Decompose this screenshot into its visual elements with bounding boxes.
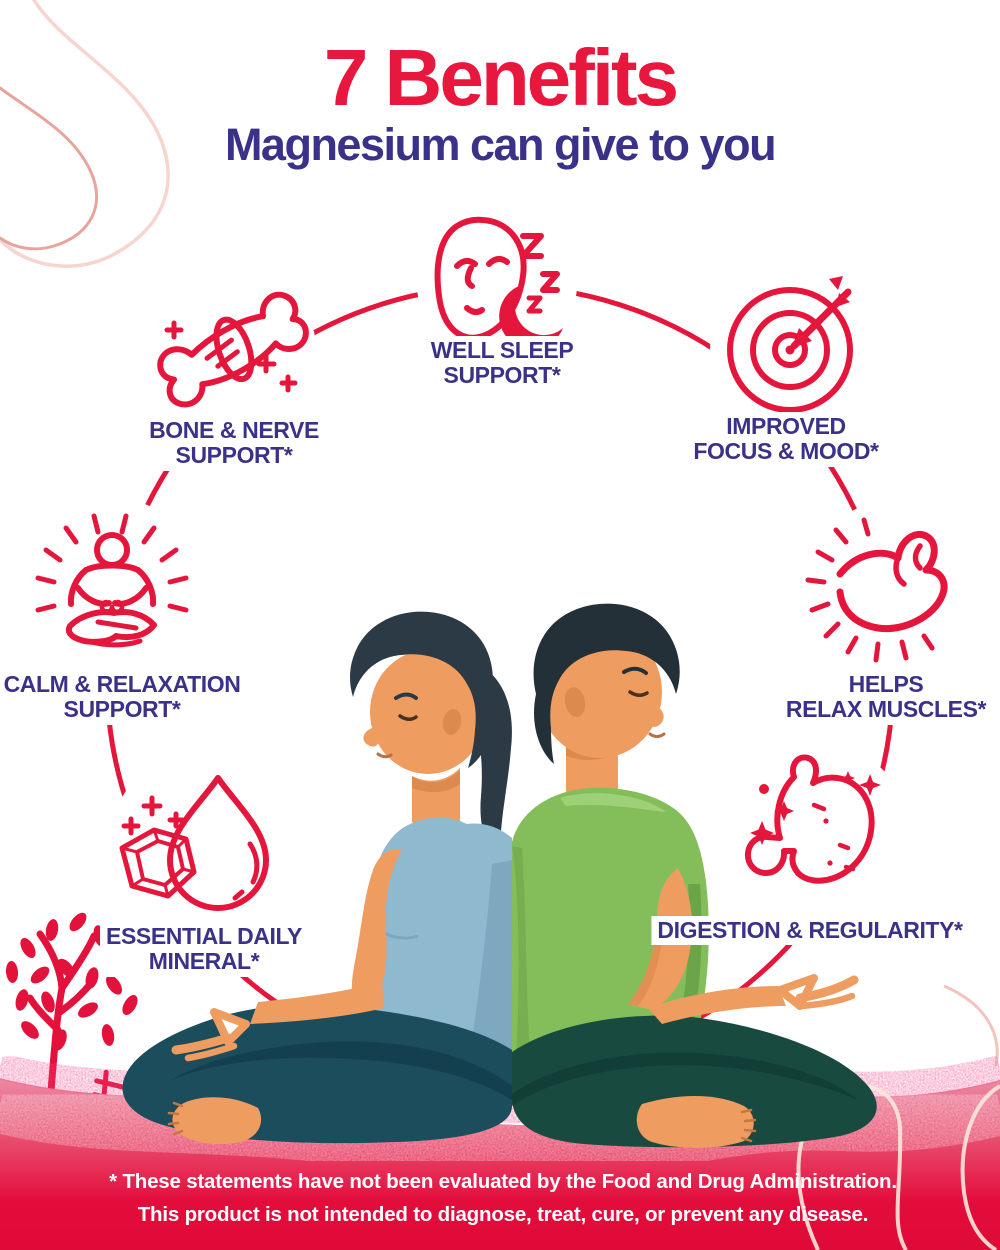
man-hair (533, 603, 680, 764)
woman-top (355, 817, 512, 1052)
bicep-rays (805, 517, 935, 663)
label-relax-muscles: HELPS RELAX MUSCLES* (779, 670, 993, 725)
page-title: 7 Benefits (323, 33, 679, 122)
woman-forearm (250, 982, 384, 1024)
red-tree-silhouette (5, 912, 144, 1106)
target-arrow-icon (727, 276, 853, 413)
calm-rays (35, 513, 189, 613)
label-well-sleep: WELL SLEEP SUPPORT* (424, 336, 580, 391)
mineral-drop-icon (119, 775, 269, 911)
woman-upper-arm (351, 848, 402, 1008)
woman-foot (172, 1097, 262, 1145)
page-subtitle: Magnesium can give to you (224, 119, 777, 170)
man-figure (512, 603, 877, 1148)
label-bone-nerve: BONE & NERVE SUPPORT* (143, 416, 325, 471)
stomach-speckles (811, 802, 856, 872)
man-forearm (648, 986, 786, 1024)
stomach-star-sparkles (750, 771, 881, 845)
mineral-plus-sparkles (121, 795, 185, 836)
bone-plus-sparkles (164, 320, 298, 393)
label-daily-mineral: ESSENTIAL DAILY MINERAL* (100, 922, 308, 977)
label-calm-relaxation: CALM & RELAXATION SUPPORT* (0, 670, 247, 725)
man-legs (512, 1015, 877, 1148)
pink-swirl-right (943, 984, 999, 1067)
flexed-bicep-icon (805, 517, 948, 663)
pink-swirl-top-left (0, 0, 170, 268)
label-digestion: DIGESTION & REGULARITY* (651, 916, 969, 946)
bone-icon (157, 291, 309, 408)
man-hand-mudra (776, 974, 818, 1010)
woman-figure (122, 611, 513, 1145)
meditating-person-icon (35, 513, 189, 648)
label-improved-focus: IMPROVED FOCUS & MOOD* (687, 412, 885, 467)
man-foot (636, 1095, 754, 1148)
fda-disclaimer: * These statements have not been evaluat… (109, 1170, 897, 1226)
cream-swirls-on-wave (796, 1084, 1000, 1250)
couple-illustration (122, 603, 877, 1148)
stomach-icon (744, 754, 881, 884)
sleeping-face-moon-icon (434, 216, 563, 350)
woman-hair (350, 611, 493, 768)
woman-hand-mudra (210, 1008, 250, 1046)
